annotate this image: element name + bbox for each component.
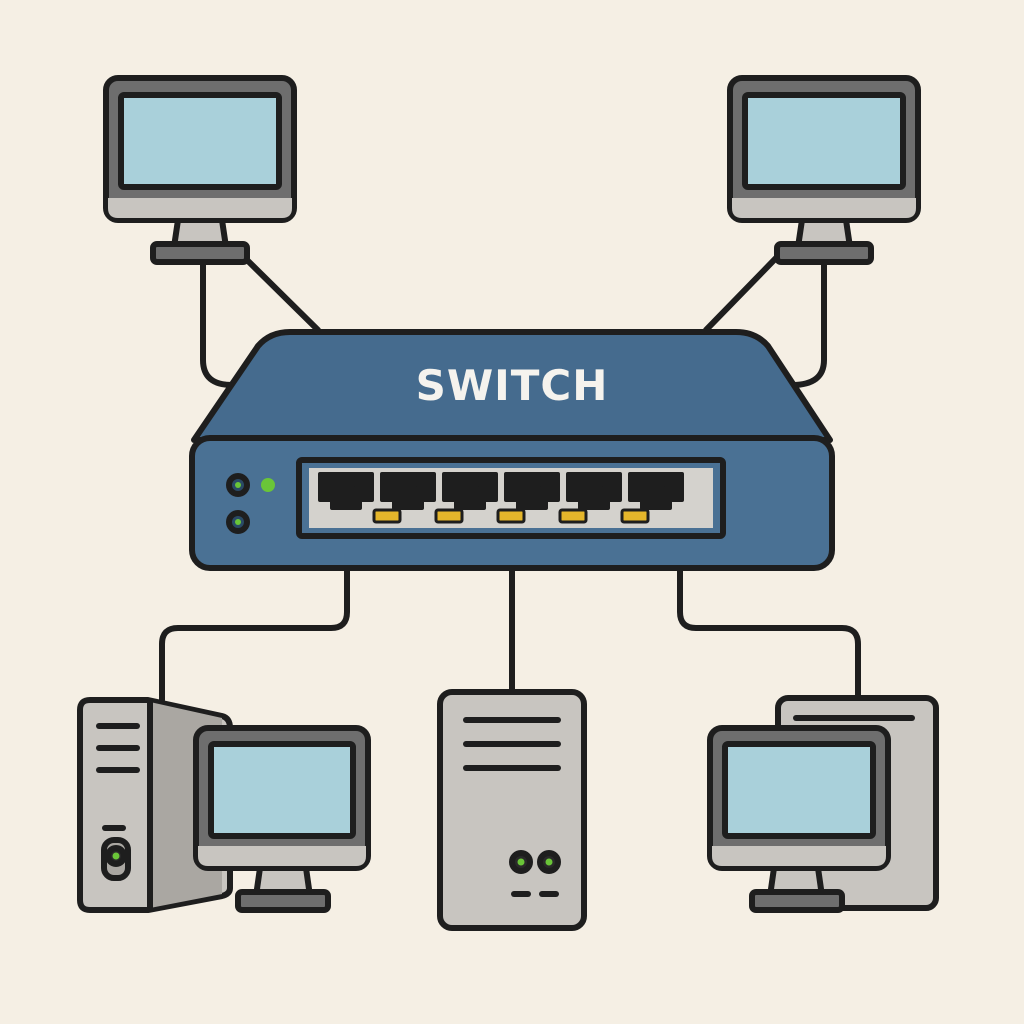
status-led-2-dot <box>235 519 241 525</box>
port-latch <box>434 508 464 524</box>
cable-bottom-right <box>677 530 861 701</box>
monitor-base <box>749 889 845 913</box>
port-latch <box>372 508 402 524</box>
network-switch: SWITCH <box>189 329 835 571</box>
monitor-screen <box>722 741 876 839</box>
port-housing <box>380 472 436 510</box>
status-led-1-dot <box>235 482 241 488</box>
cable-top-right-b <box>789 259 827 388</box>
cable-bottom-left <box>159 530 350 703</box>
server-led-2-dot <box>545 858 553 866</box>
monitor-screen <box>118 92 282 190</box>
ethernet-port <box>504 472 588 524</box>
cable-top-right-a <box>703 254 780 333</box>
port-latch <box>558 508 588 524</box>
ethernet-port <box>442 472 526 524</box>
desktop-pc-left <box>77 697 371 913</box>
port-latch <box>620 508 650 524</box>
port-latch <box>496 508 526 524</box>
switch-label: SWITCH <box>416 361 609 410</box>
port-housing <box>504 472 560 510</box>
power-led <box>112 852 120 860</box>
switch-top <box>191 329 833 443</box>
monitor-chin <box>712 846 886 866</box>
server-tower-center <box>437 689 587 931</box>
monitor-chin <box>108 198 292 218</box>
monitor-top-left <box>103 75 297 265</box>
cables <box>159 254 861 703</box>
ethernet-port <box>566 472 650 524</box>
workstation-right <box>707 695 939 913</box>
monitor-chin <box>198 846 366 866</box>
cable-top-left-b <box>200 259 235 388</box>
ethernet-port <box>318 472 402 524</box>
monitor-screen <box>742 92 906 190</box>
port-link-led <box>645 476 667 487</box>
port-link-led <box>583 476 605 487</box>
port-housing <box>318 472 374 510</box>
monitor-chin <box>732 198 916 218</box>
port-link-led <box>397 476 419 487</box>
ethernet-port <box>628 472 684 510</box>
activity-led <box>261 478 275 492</box>
monitor-base <box>235 889 331 913</box>
monitor-screen <box>208 741 356 839</box>
monitor-top-right <box>727 75 921 265</box>
monitor-base <box>774 241 874 265</box>
port-link-led <box>459 476 481 487</box>
port-link-led <box>521 476 543 487</box>
port-housing <box>628 472 684 510</box>
ethernet-port <box>380 472 464 524</box>
cable-top-left-a <box>241 254 321 333</box>
port-link-led <box>335 476 357 487</box>
monitor-base <box>150 241 250 265</box>
server-led-1-dot <box>517 858 525 866</box>
ethernet-ports <box>318 472 684 524</box>
port-housing <box>566 472 622 510</box>
port-housing <box>442 472 498 510</box>
